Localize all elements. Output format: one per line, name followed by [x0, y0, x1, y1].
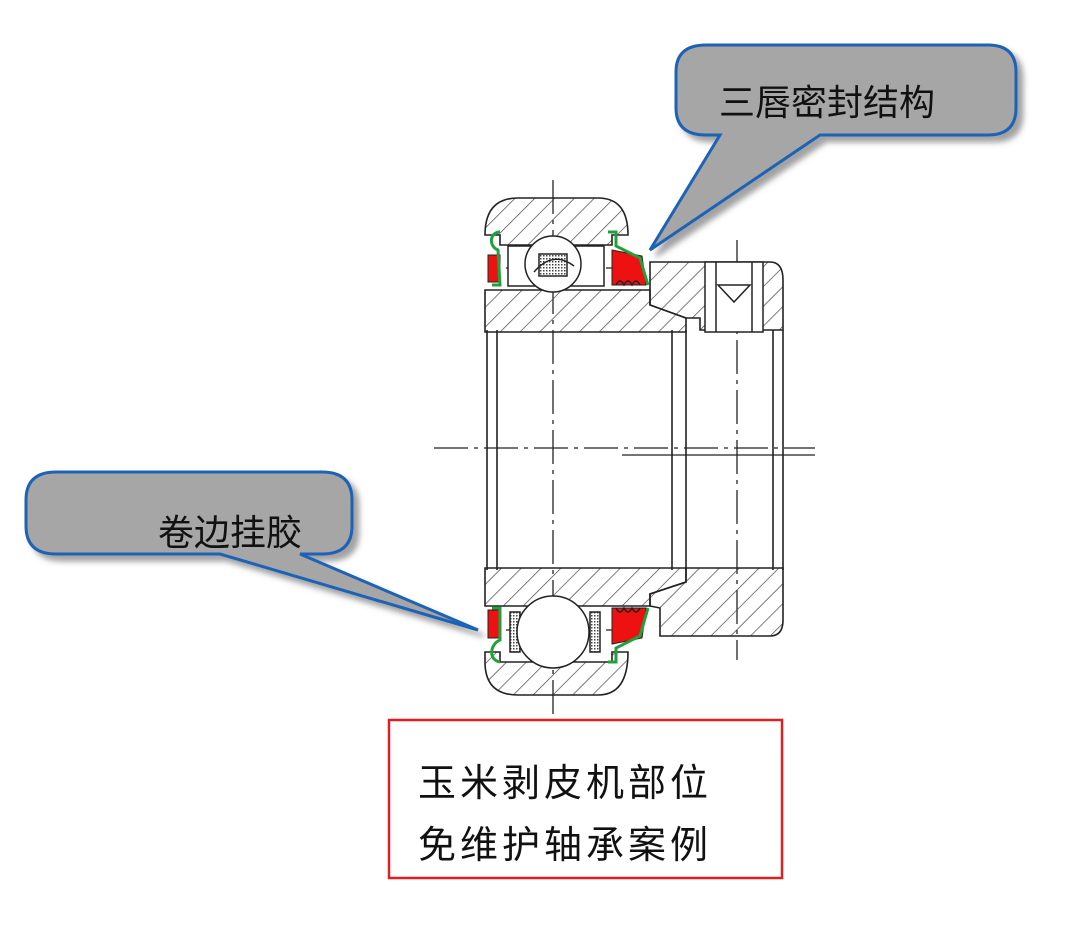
callout-left-label: 卷边挂胶	[158, 513, 303, 554]
seal-top-right	[608, 230, 650, 287]
seal-bottom-left	[487, 606, 502, 664]
seal-bottom-right	[608, 606, 650, 664]
caption-line-2: 免维护轴承案例	[418, 823, 713, 867]
callout-top-bubble	[648, 43, 1018, 252]
seal-top-left	[487, 230, 502, 287]
caption-box	[387, 718, 784, 880]
set-screw	[704, 261, 764, 333]
collar-bottom	[649, 567, 784, 637]
caption-line-1: 玉米剥皮机部位	[418, 761, 713, 805]
callout-left-bubble	[24, 470, 479, 632]
outer-ring-bottom	[484, 651, 629, 696]
ball-cage-bottom	[509, 595, 601, 669]
ball-cage-top	[507, 235, 605, 293]
bore-outline	[486, 330, 784, 570]
callout-top-label: 三唇密封结构	[719, 83, 936, 124]
